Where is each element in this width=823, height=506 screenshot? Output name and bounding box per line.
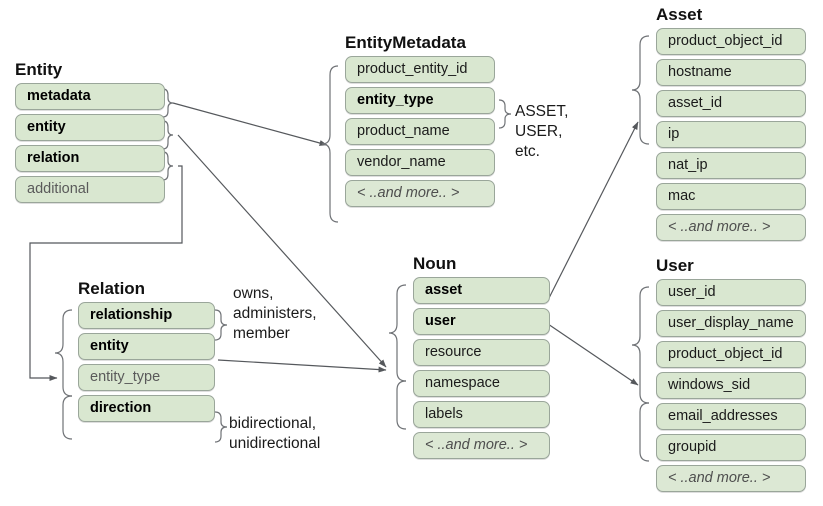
field-noun-resource[interactable]: resource — [413, 339, 550, 366]
field-noun-asset[interactable]: asset — [413, 277, 550, 304]
field-noun-user[interactable]: user — [413, 308, 550, 335]
field-entity-entity[interactable]: entity — [15, 114, 165, 141]
wire-relationentity-to-noun — [217, 359, 387, 373]
brace-entitytype-right — [498, 99, 512, 129]
field-noun-namespace[interactable]: namespace — [413, 370, 550, 397]
field-entity-additional[interactable]: additional — [15, 176, 165, 203]
field-noun-and-more[interactable]: < ..and more.. > — [413, 432, 550, 459]
annotation-relationship-values: owns, administers, member — [233, 285, 317, 342]
field-entity-relation[interactable]: relation — [15, 145, 165, 172]
group-noun: Noun asset user resource namespace label… — [413, 254, 550, 463]
wire-user-to-user — [547, 323, 639, 386]
field-user-product-object-id[interactable]: product_object_id — [656, 341, 806, 368]
group-entity-title: Entity — [15, 60, 63, 79]
field-relation-direction[interactable]: direction — [78, 395, 215, 422]
field-asset-asset-id[interactable]: asset_id — [656, 90, 806, 117]
field-asset-and-more[interactable]: < ..and more.. > — [656, 214, 806, 241]
wire-metadata-to-entitymetadata — [172, 102, 328, 146]
group-entity: Entity metadata entity relation addition… — [15, 60, 165, 207]
group-entity-metadata-rows: product_entity_id entity_type product_na… — [345, 56, 495, 207]
brace-relation-left — [54, 309, 73, 397]
group-asset-rows: product_object_id hostname asset_id ip n… — [656, 28, 806, 241]
group-entity-metadata: EntityMetadata product_entity_id entity_… — [345, 33, 495, 211]
field-em-entity-type[interactable]: entity_type — [345, 87, 495, 114]
group-entity-metadata-title: EntityMetadata — [345, 33, 466, 52]
group-user-rows: user_id user_display_name product_object… — [656, 279, 806, 492]
brace-relation-left-lower — [62, 395, 73, 440]
group-user: User user_id user_display_name product_o… — [656, 256, 806, 496]
brace-user-left-lower — [639, 402, 650, 462]
field-user-email-addresses[interactable]: email_addresses — [656, 403, 806, 430]
group-relation-title: Relation — [78, 279, 146, 298]
group-noun-title: Noun — [413, 254, 457, 273]
group-asset: Asset product_object_id hostname asset_i… — [656, 5, 806, 245]
annotation-direction-values: bidirectional, unidirectional — [229, 415, 321, 452]
group-entity-rows: metadata entity relation additional — [15, 83, 165, 203]
field-user-user-display-name[interactable]: user_display_name — [656, 310, 806, 337]
group-asset-title: Asset — [656, 5, 703, 24]
group-noun-rows: asset user resource namespace labels < .… — [413, 277, 550, 459]
group-relation: Relation relationship entity entity_type… — [78, 279, 215, 426]
brace-noun-left-lower — [396, 380, 407, 430]
field-asset-ip[interactable]: ip — [656, 121, 806, 148]
field-relation-relationship[interactable]: relationship — [78, 302, 215, 329]
group-user-title: User — [656, 256, 694, 275]
field-em-and-more[interactable]: < ..and more.. > — [345, 180, 495, 207]
field-asset-mac[interactable]: mac — [656, 183, 806, 210]
brace-relationship-right — [214, 309, 228, 341]
field-asset-hostname[interactable]: hostname — [656, 59, 806, 86]
field-em-product-name[interactable]: product_name — [345, 118, 495, 145]
brace-direction-right — [214, 411, 228, 443]
field-noun-labels[interactable]: labels — [413, 401, 550, 428]
field-user-and-more[interactable]: < ..and more.. > — [656, 465, 806, 492]
field-asset-product-object-id[interactable]: product_object_id — [656, 28, 806, 55]
field-asset-nat-ip[interactable]: nat_ip — [656, 152, 806, 179]
annotation-entity-type-values: ASSET, USER, etc. — [515, 103, 569, 160]
field-relation-entity[interactable]: entity — [78, 333, 215, 360]
field-em-product-entity-id[interactable]: product_entity_id — [345, 56, 495, 83]
brace-asset-left — [631, 35, 650, 145]
field-entity-metadata[interactable]: metadata — [15, 83, 165, 110]
group-relation-rows: relationship entity entity_type directio… — [78, 302, 215, 422]
brace-noun-left — [388, 284, 407, 382]
field-relation-entity-type[interactable]: entity_type — [78, 364, 215, 391]
field-user-windows-sid[interactable]: windows_sid — [656, 372, 806, 399]
brace-user-left — [631, 286, 650, 404]
field-user-user-id[interactable]: user_id — [656, 279, 806, 306]
field-em-vendor-name[interactable]: vendor_name — [345, 149, 495, 176]
field-user-groupid[interactable]: groupid — [656, 434, 806, 461]
brace-entitymetadata-left — [321, 65, 339, 223]
